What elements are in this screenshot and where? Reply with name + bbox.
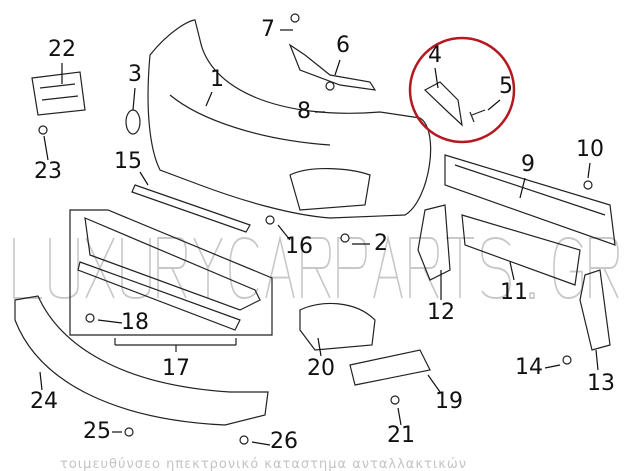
callout-3: 3 bbox=[128, 62, 142, 87]
callout-5: 5 bbox=[499, 74, 513, 99]
watermark-letter bbox=[529, 292, 535, 299]
callout-20: 20 bbox=[307, 356, 335, 381]
callout-24: 24 bbox=[30, 389, 58, 414]
watermark-logo bbox=[13, 234, 619, 299]
watermark-letter bbox=[229, 237, 259, 299]
callout-6: 6 bbox=[336, 33, 350, 58]
watermark-letter bbox=[85, 237, 115, 299]
bumper-cover bbox=[147, 19, 432, 219]
callout-25: 25 bbox=[83, 419, 111, 444]
callout-1: 1 bbox=[210, 67, 224, 92]
watermark-letter bbox=[446, 237, 474, 299]
watermark-letter bbox=[49, 238, 79, 299]
callout-11: 11 bbox=[500, 280, 528, 305]
watermark-letter bbox=[553, 237, 583, 299]
callout-26: 26 bbox=[270, 429, 298, 454]
callout-21: 21 bbox=[387, 423, 415, 448]
watermark-letter bbox=[337, 237, 367, 299]
callout-7: 7 bbox=[261, 17, 275, 42]
callout-8: 8 bbox=[297, 99, 311, 124]
callout-13: 13 bbox=[587, 371, 615, 396]
callout-16: 16 bbox=[285, 234, 313, 259]
callout-23: 23 bbox=[34, 159, 62, 184]
watermark-subtitle: τοιμευθύνσεο ηπεκτρονικό καταστημα ανταλ… bbox=[60, 457, 468, 471]
watermark-letter bbox=[13, 238, 42, 299]
callout-10: 10 bbox=[576, 137, 604, 162]
callout-15: 15 bbox=[114, 149, 142, 174]
callout-19: 19 bbox=[435, 389, 463, 414]
callout-22: 22 bbox=[48, 37, 76, 62]
watermark-letter bbox=[589, 237, 619, 299]
watermark-letter bbox=[409, 237, 439, 299]
callout-4: 4 bbox=[428, 43, 442, 68]
callout-9: 9 bbox=[521, 152, 535, 177]
highlight-circle bbox=[408, 36, 516, 144]
watermark-letter bbox=[121, 238, 151, 299]
watermark-letter bbox=[301, 237, 331, 299]
callout-2: 2 bbox=[374, 231, 388, 256]
callout-12: 12 bbox=[427, 300, 455, 325]
callout-18: 18 bbox=[121, 310, 149, 335]
watermark-letter bbox=[481, 237, 511, 299]
callout-14: 14 bbox=[515, 355, 543, 380]
watermark-letter bbox=[157, 237, 187, 299]
callout-17: 17 bbox=[162, 356, 190, 381]
watermark-letter bbox=[373, 234, 403, 299]
